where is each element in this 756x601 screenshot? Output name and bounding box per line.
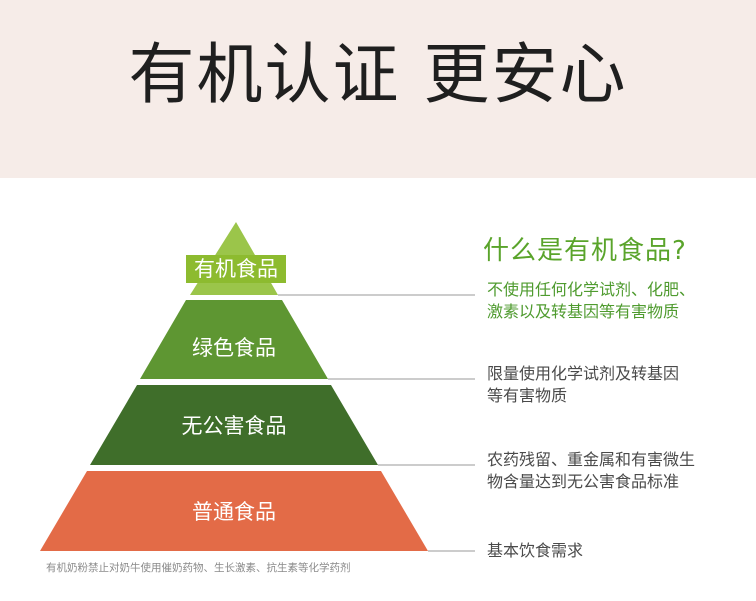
desc-ordinary: 基本饮食需求 xyxy=(487,540,583,562)
tier-pollution-free xyxy=(90,385,378,465)
tier-label-pollution-free: 无公害食品 xyxy=(181,414,287,438)
desc-organic: 不使用任何化学试剂、化肥、 激素以及转基因等有害物质 xyxy=(487,279,695,323)
header-band xyxy=(0,0,756,178)
desc-organic-line2: 激素以及转基因等有害物质 xyxy=(487,302,680,321)
page-title: 有机认证 更安心 xyxy=(128,36,628,113)
tier-label-green: 绿色食品 xyxy=(192,336,276,360)
desc-green-line2: 等有害物质 xyxy=(487,386,568,405)
tier-green xyxy=(140,300,328,379)
footnote: 有机奶粉禁止对奶牛使用催奶药物、生长激素、抗生素等化学药剂 xyxy=(46,562,351,574)
desc-green-line1: 限量使用化学试剂及转基因 xyxy=(487,364,680,383)
desc-ordinary-line1: 基本饮食需求 xyxy=(487,541,584,560)
desc-pollution-free-line2: 物含量达到无公害食品标准 xyxy=(487,472,680,491)
desc-organic-line1: 不使用任何化学试剂、化肥、 xyxy=(487,280,696,299)
desc-pollution-free-line1: 农药残留、重金属和有害微生 xyxy=(487,450,696,469)
desc-pollution-free: 农药残留、重金属和有害微生 物含量达到无公害食品标准 xyxy=(487,449,695,493)
tier-label-ordinary: 普通食品 xyxy=(192,500,276,524)
info-title: 什么是有机食品? xyxy=(483,236,687,266)
tier-label-organic: 有机食品 xyxy=(186,255,286,283)
desc-green: 限量使用化学试剂及转基因 等有害物质 xyxy=(487,363,679,407)
tier-ordinary xyxy=(40,471,428,551)
